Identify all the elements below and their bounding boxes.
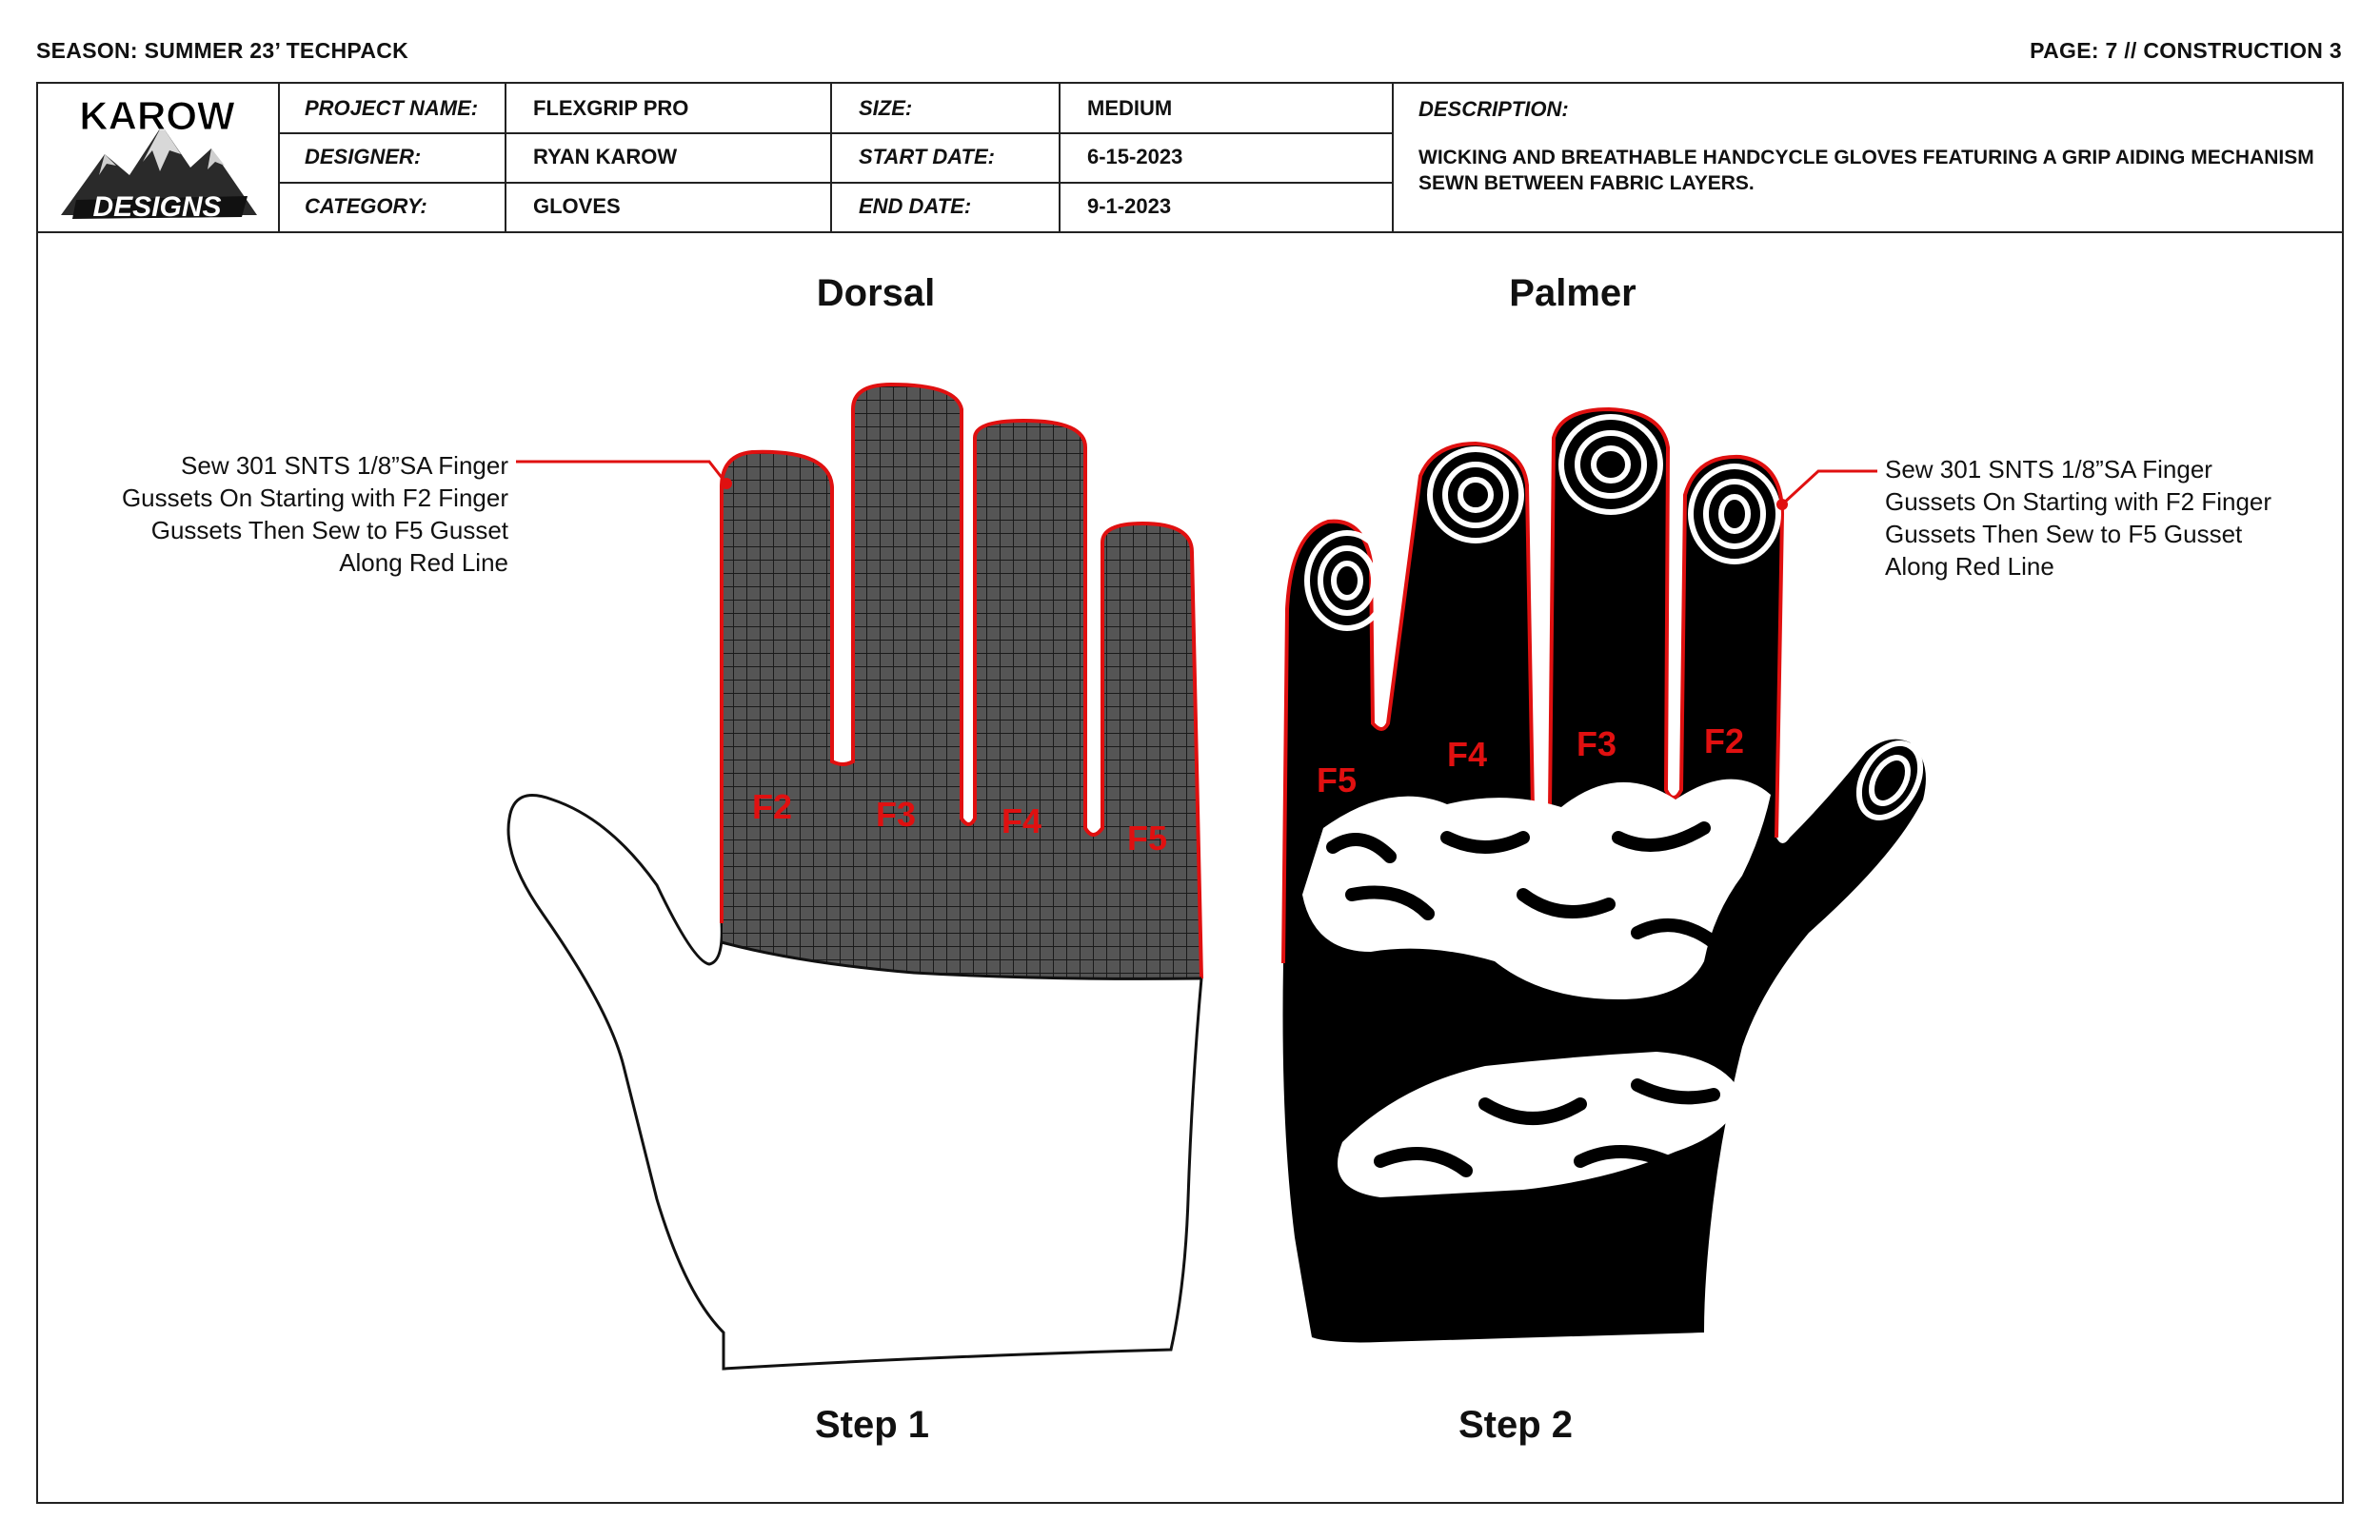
logo: KAROW DESIGNS (38, 84, 280, 231)
project-name-value: FLEXGRIP PRO (506, 84, 832, 132)
designer-label: DESIGNER: (278, 132, 506, 182)
palmer-f2-label: F2 (1704, 721, 1744, 760)
palmer-title: Palmer (1509, 272, 1636, 314)
info-header: KAROW DESIGNS PROJECT NAME: FLEXGRIP PRO… (38, 84, 2342, 233)
description-text: WICKING AND BREATHABLE HANDCYCLE GLOVES … (1418, 147, 2314, 194)
left-callout-line (516, 460, 728, 484)
step-1-title: Step 1 (814, 1404, 930, 1446)
dorsal-title: Dorsal (816, 272, 936, 314)
left-sewing-note: Sew 301 SNTS 1/8”SA Finger Gussets On St… (121, 451, 508, 577)
project-name-label: PROJECT NAME: (278, 84, 506, 132)
page-label: PAGE: 7 // CONSTRUCTION 3 (2030, 38, 2342, 63)
palmer-glove (1281, 406, 1926, 1343)
fingerprint-icon (1304, 414, 1924, 820)
dorsal-f4-label: F4 (1002, 801, 1041, 840)
size-value: MEDIUM (1061, 84, 1394, 132)
dorsal-stitch-line (720, 382, 1203, 979)
mountain-logo-icon: KAROW DESIGNS (61, 93, 257, 223)
end-date-value: 9-1-2023 (1061, 182, 1394, 231)
category-value: GLOVES (506, 182, 832, 231)
start-date-value: 6-15-2023 (1061, 132, 1394, 182)
dorsal-glove (506, 382, 1203, 1371)
dorsal-f2-label: F2 (752, 787, 792, 826)
category-label: CATEGORY: (278, 182, 506, 231)
palmer-f4-label: F4 (1447, 735, 1487, 774)
dorsal-f5-label: F5 (1127, 819, 1167, 858)
description-cell: DESCRIPTION: WICKING AND BREATHABLE HAND… (1394, 84, 2342, 231)
end-date-label: END DATE: (832, 182, 1061, 231)
dorsal-f3-label: F3 (876, 795, 916, 834)
palmer-f3-label: F3 (1577, 724, 1616, 763)
right-callout-line (1780, 469, 1877, 506)
logo-line1: KAROW (79, 93, 235, 138)
season-label: SEASON: SUMMER 23’ TECHPACK (36, 38, 409, 63)
start-date-label: START DATE: (832, 132, 1061, 182)
techpack-sheet: KAROW DESIGNS PROJECT NAME: FLEXGRIP PRO… (36, 82, 2344, 1504)
designer-value: RYAN KAROW (506, 132, 832, 182)
right-sewing-note: Sew 301 SNTS 1/8”SA Finger Gussets On St… (1885, 455, 2272, 581)
info-grid: PROJECT NAME: FLEXGRIP PRO SIZE: MEDIUM … (278, 84, 1394, 231)
palmer-f5-label: F5 (1317, 760, 1357, 800)
step-2-title: Step 2 (1458, 1404, 1574, 1446)
size-label: SIZE: (832, 84, 1061, 132)
description-label: DESCRIPTION: (1418, 97, 1569, 121)
logo-line2: DESIGNS (92, 191, 221, 223)
